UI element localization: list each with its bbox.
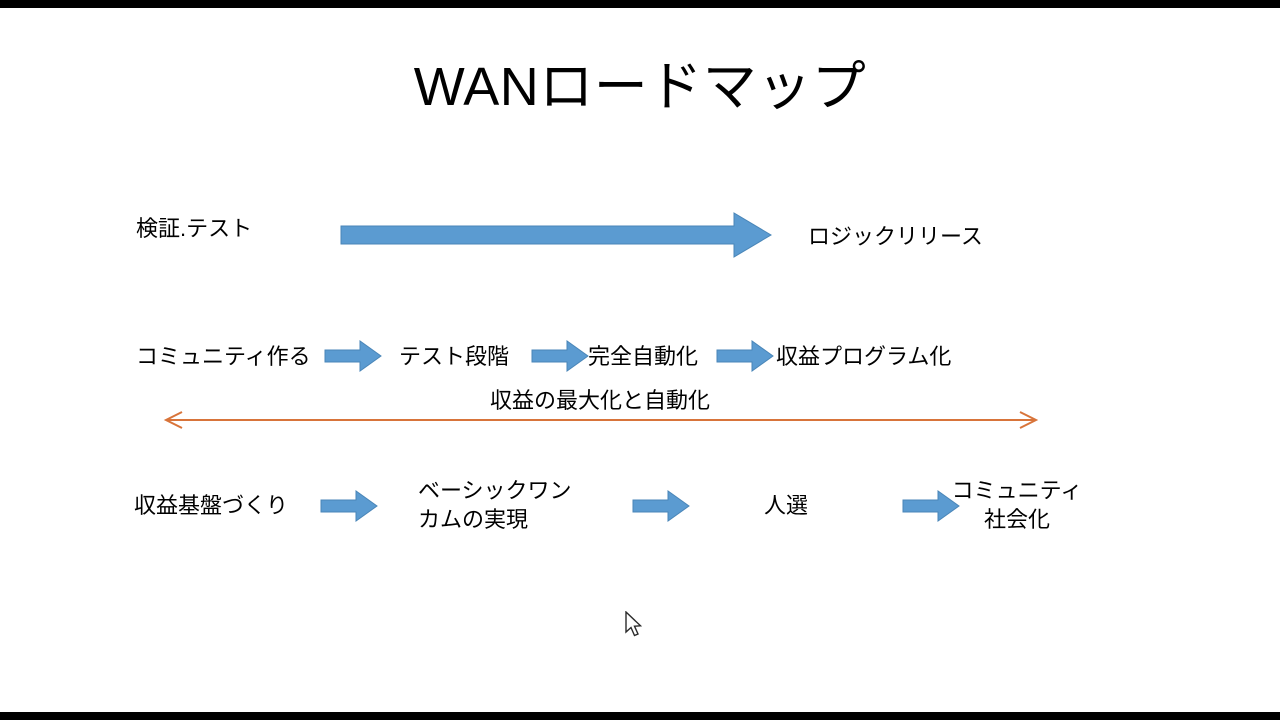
row3-step-1-label: 収益基盤づくり xyxy=(134,493,289,518)
arrow-pointer-cursor xyxy=(625,611,643,637)
letterbox-bar-top xyxy=(0,0,1280,8)
row2-step-2-label: テスト段階 xyxy=(399,344,510,369)
row1-start-label: 検証.テスト xyxy=(136,216,253,241)
row3-arrow-3-icon xyxy=(902,490,960,522)
span-arrow-label: 収益の最大化と自動化 xyxy=(489,388,710,413)
letterbox-bar-bottom xyxy=(0,712,1280,720)
page-title: WANロードマップ xyxy=(413,57,867,117)
long-progress-arrow xyxy=(340,212,772,258)
row2-arrow-1-icon xyxy=(324,340,382,372)
row2-step-3-label: 完全自動化 xyxy=(588,344,699,369)
row2-step-4-label: 収益プログラム化 xyxy=(776,344,952,369)
slide-canvas: WANロードマップ 検証.テスト ロジックリリース コミュニティ作る テスト段階… xyxy=(0,8,1280,712)
row3-arrow-2-icon xyxy=(632,490,690,522)
row3-step-2-label: ベーシックワン カムの実現 xyxy=(418,478,572,533)
row2-arrow-2-icon xyxy=(531,340,589,372)
row2-step-1-label: コミュニティ作る xyxy=(136,344,311,369)
row3-step-4-label: コミュニティ 社会化 xyxy=(951,478,1083,533)
row3-arrow-1-icon xyxy=(320,490,378,522)
row2-arrow-3-icon xyxy=(716,340,774,372)
row3-step-3-label: 人選 xyxy=(764,493,809,518)
span-double-arrow xyxy=(163,411,1039,429)
row1-end-label: ロジックリリース xyxy=(808,224,983,249)
